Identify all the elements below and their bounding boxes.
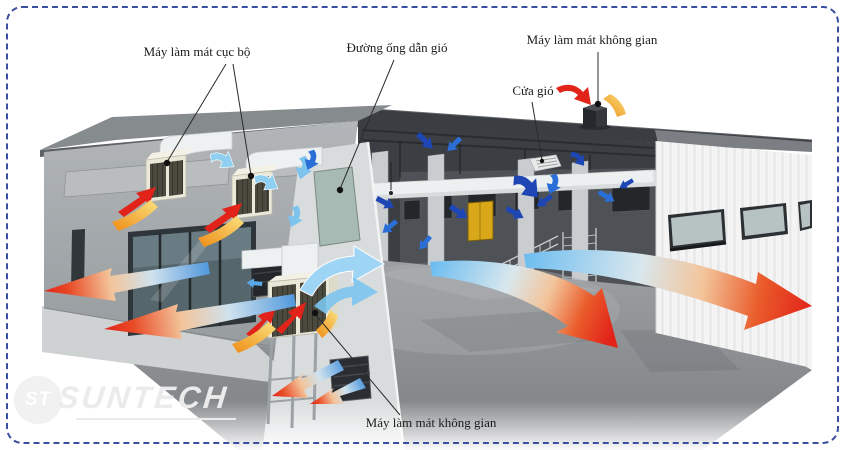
wall-cooler-unit-2 <box>198 146 323 247</box>
roof-right-slope <box>655 130 812 152</box>
annotation-space-cooler-floor: Máy làm mát không gian <box>366 415 497 430</box>
hot-air-arrow <box>556 84 591 105</box>
bottom-fade <box>0 400 845 450</box>
cool-air-curve <box>299 245 385 297</box>
warm-air-ribbon <box>112 200 158 231</box>
ceiling-air-vent <box>529 154 562 172</box>
floor-airflow-arrows <box>430 249 812 348</box>
annotation-local-cooler: Máy làm mát cục bộ <box>144 44 251 59</box>
under-unit-arrows <box>272 360 366 404</box>
annotation-air-vent: Cửa gió <box>512 83 553 98</box>
slim-window <box>71 229 85 293</box>
annotation-space-cooler-roof: Máy làm mát không gian <box>527 32 658 47</box>
hot-air-arrow <box>204 203 242 233</box>
white-side-wall <box>655 141 812 368</box>
hot-air-arrow <box>118 187 156 217</box>
warm-air-ribbon <box>603 94 626 117</box>
brand-underline <box>76 418 236 420</box>
leader-lines <box>166 52 599 416</box>
leader-dots <box>163 100 602 317</box>
brand-initials: ST <box>24 389 52 410</box>
electrical-cabinet <box>467 200 494 242</box>
cool-air-curve <box>314 277 378 314</box>
roof-left <box>40 105 392 150</box>
hot-air-arrow <box>246 306 276 338</box>
warm-air-ribbon <box>232 322 276 353</box>
exhaust-arrows-left <box>44 262 296 339</box>
annotation-labels: Máy làm mát cục bộ Đường ống dẫn gió Máy… <box>144 32 658 430</box>
wall-cooler-unit-1 <box>112 130 233 231</box>
brand-logo-circle: ST <box>14 376 62 424</box>
brand-name: SUNTECH <box>56 380 231 415</box>
roof-cooler-unit <box>556 84 626 130</box>
warm-air-ribbon <box>316 310 338 338</box>
floor-cooler-unit <box>232 242 385 429</box>
panel-window <box>313 166 361 247</box>
annotation-air-duct: Đường ống dẫn gió <box>347 40 448 55</box>
warm-air-ribbon <box>198 216 244 247</box>
side-windows <box>668 200 812 252</box>
brand-watermark: ST SUNTECH <box>14 374 244 434</box>
hot-air-arrow <box>276 302 306 334</box>
